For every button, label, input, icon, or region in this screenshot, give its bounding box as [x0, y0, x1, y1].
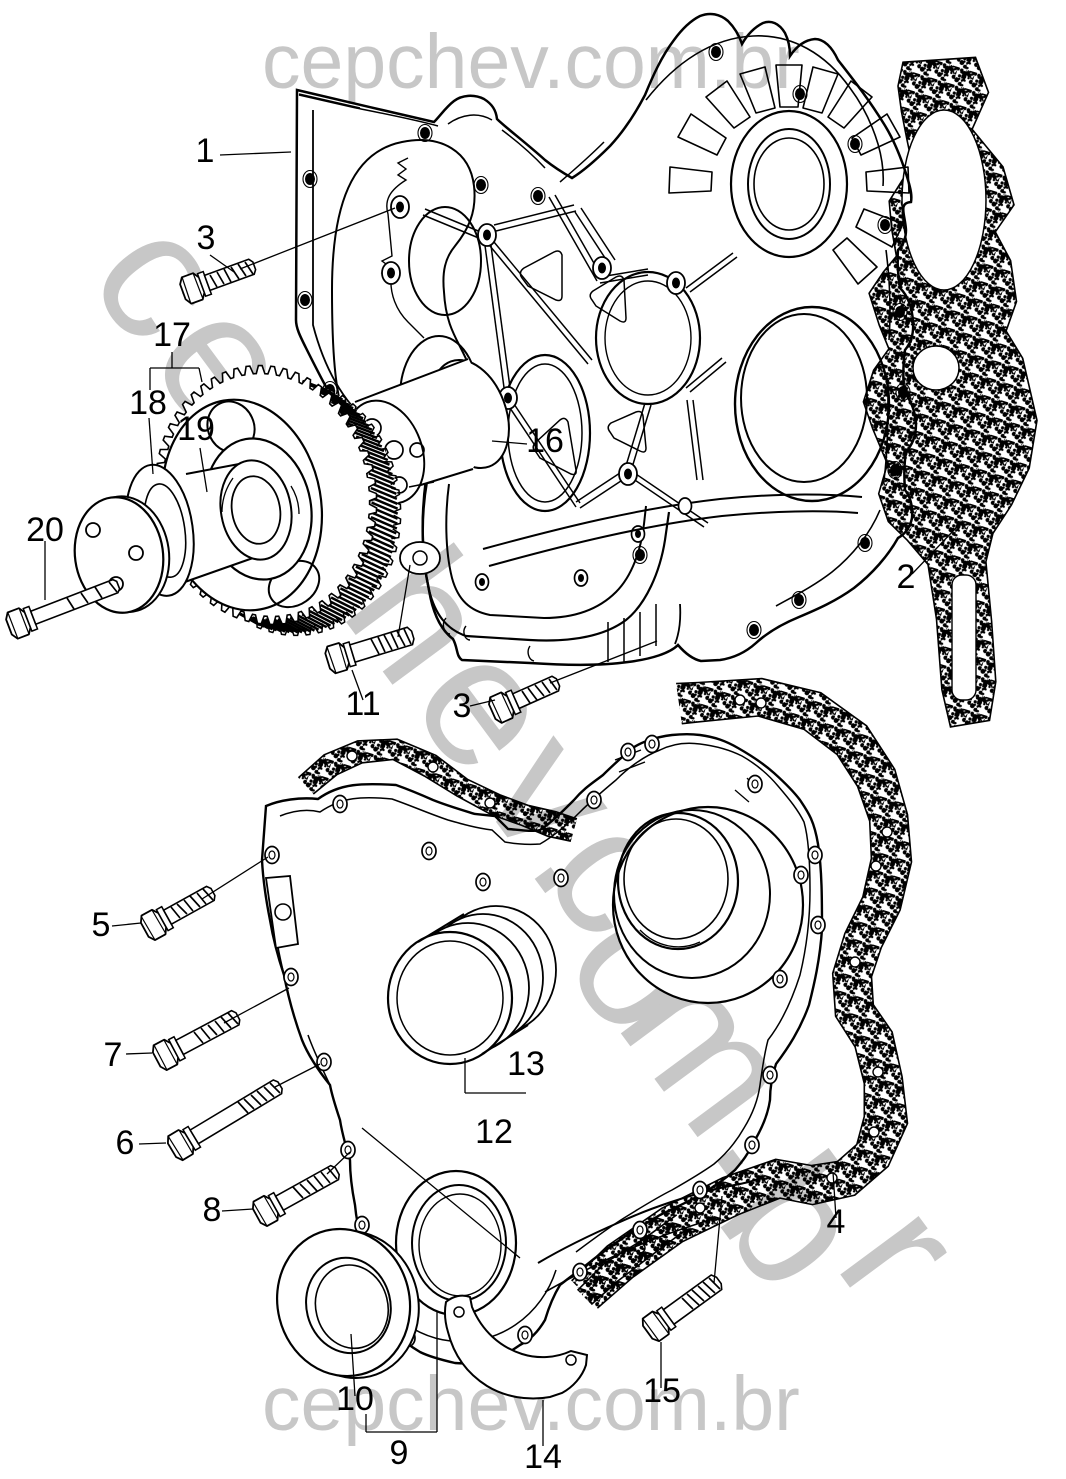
svg-text:7: 7 [104, 1036, 123, 1074]
svg-text:3: 3 [453, 687, 472, 725]
svg-text:11: 11 [345, 685, 380, 723]
svg-text:12: 12 [475, 1113, 513, 1151]
svg-text:20: 20 [26, 511, 64, 549]
svg-text:5: 5 [92, 906, 111, 944]
svg-text:13: 13 [507, 1045, 545, 1083]
svg-text:16: 16 [526, 422, 564, 460]
svg-text:8: 8 [203, 1191, 222, 1229]
svg-text:15: 15 [643, 1372, 681, 1410]
svg-text:6: 6 [116, 1124, 135, 1162]
svg-text:18: 18 [129, 384, 167, 422]
svg-text:2: 2 [897, 558, 916, 596]
svg-text:1: 1 [196, 132, 215, 170]
svg-text:9: 9 [390, 1434, 409, 1472]
svg-text:4: 4 [827, 1203, 846, 1241]
svg-text:10: 10 [336, 1380, 374, 1418]
svg-text:3: 3 [197, 219, 216, 257]
svg-text:cepchev.com.br: cepchev.com.br [262, 19, 800, 105]
svg-text:14: 14 [524, 1438, 562, 1474]
svg-text:17: 17 [153, 316, 191, 354]
svg-text:19: 19 [177, 410, 215, 448]
